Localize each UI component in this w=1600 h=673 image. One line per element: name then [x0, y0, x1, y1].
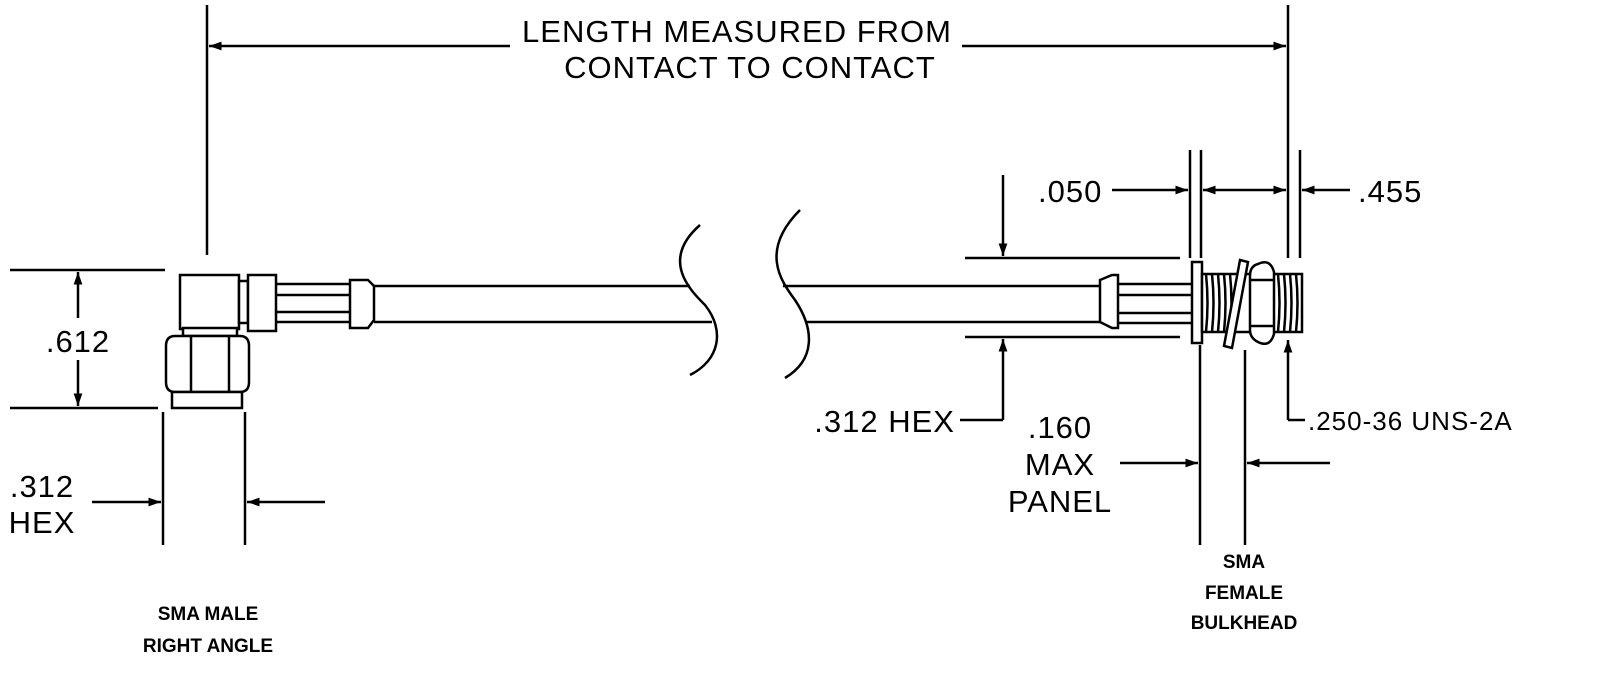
right-hex-dimension: .312 HEX	[814, 175, 1180, 439]
sma-female-bulkhead-connector	[1098, 258, 1304, 350]
overall-length-dimension: LENGTH MEASURED FROM CONTACT TO CONTACT	[205, 5, 1290, 258]
cable	[374, 209, 1100, 380]
height-dimension: .612	[10, 268, 165, 410]
left-hex-dimension: .312 HEX	[9, 412, 325, 545]
sma-male-right-angle-connector	[164, 273, 376, 410]
thread-callout: .250-36 UNS-2A	[1283, 340, 1513, 436]
left-connector-name-line1: SMA MALE	[158, 604, 259, 625]
right-connector-name-line3: BULKHEAD	[1191, 613, 1298, 634]
right-hex-value: .312 HEX	[814, 404, 955, 439]
right-connector-name-line1: SMA	[1223, 552, 1266, 573]
panel-thickness-dimension: .160 MAX PANEL	[1008, 345, 1330, 545]
length-note-line2: CONTACT TO CONTACT	[564, 50, 936, 85]
length-note-line1: LENGTH MEASURED FROM	[522, 14, 952, 49]
left-connector-name-line2: RIGHT ANGLE	[143, 636, 273, 657]
flange-dim-value: .050	[1038, 174, 1102, 209]
thread-length-dim-value: .455	[1358, 174, 1422, 209]
panel-dim-max: MAX	[1025, 447, 1095, 482]
left-hex-value: .312	[10, 469, 74, 504]
panel-dim-panel: PANEL	[1008, 484, 1112, 519]
thread-spec: .250-36 UNS-2A	[1308, 406, 1513, 436]
left-hex-label: HEX	[9, 505, 76, 540]
flange-and-thread-dimensions: .050 .455	[1038, 150, 1422, 258]
height-dim-value: .612	[46, 324, 110, 359]
panel-dim-value: .160	[1028, 410, 1092, 445]
right-connector-name-line2: FEMALE	[1205, 583, 1283, 604]
